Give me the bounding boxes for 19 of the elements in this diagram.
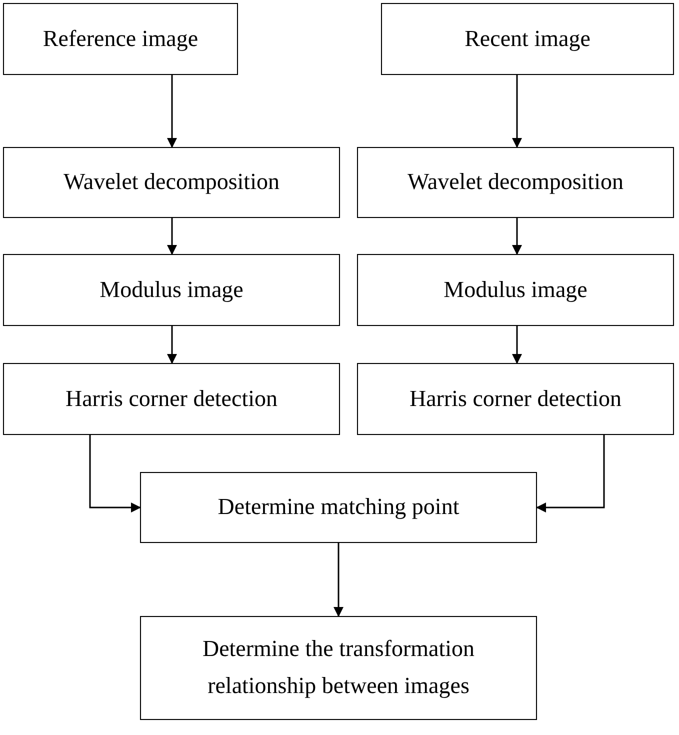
arrow: [512, 326, 522, 364]
arrow: [512, 75, 522, 148]
process-box: Modulus image: [3, 254, 340, 326]
process-box: Recent image: [381, 3, 674, 75]
process-box: Determine the transformation relationship between images: [140, 616, 537, 720]
process-box: Harris corner detection: [3, 363, 340, 435]
arrow: [89, 435, 141, 512]
arrow: [167, 326, 177, 364]
process-box: Reference image: [3, 3, 238, 75]
arrow: [167, 218, 177, 255]
process-box: Modulus image: [357, 254, 674, 326]
arrow: [512, 218, 522, 255]
process-box: Wavelet decomposition: [3, 147, 340, 218]
arrow: [536, 435, 605, 512]
process-box: Wavelet decomposition: [357, 147, 674, 218]
process-box: Determine matching point: [140, 472, 537, 543]
arrow: [334, 543, 344, 617]
arrow: [167, 75, 177, 148]
process-box: Harris corner detection: [357, 363, 674, 435]
